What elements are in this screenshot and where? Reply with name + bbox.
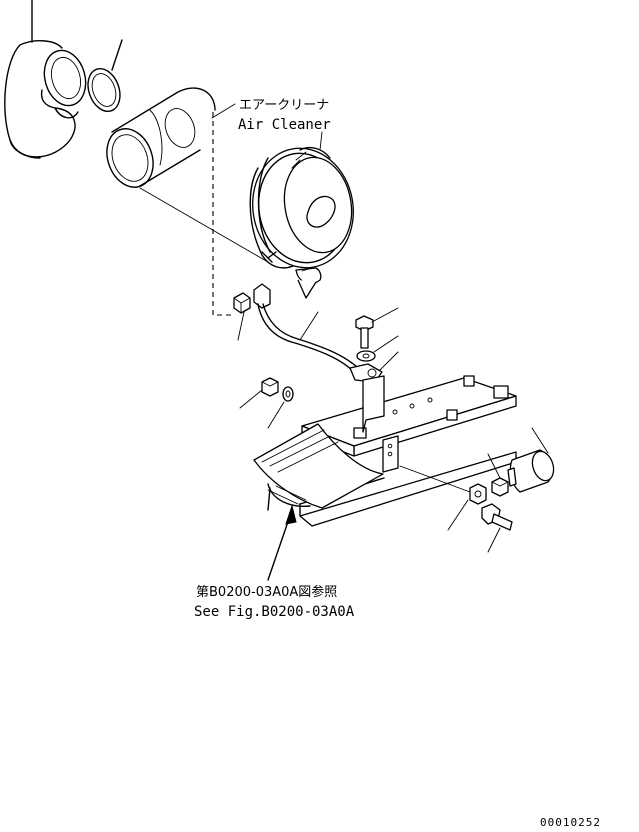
air-cleaner-label-jp: エアークリーナ [239,98,329,113]
hose-clamp [87,39,123,113]
sensor-wire-harness [253,283,383,383]
assembly-guide-line [212,112,232,316]
washer-lower-left [267,386,294,429]
mounting-bracket-frame [299,375,517,527]
curved-cover-plate [253,423,384,511]
air-cleaner-inlet-tube [106,87,216,188]
intake-elbow-hose [4,0,87,159]
bolt-lower [481,503,513,553]
nut-lower-left [239,377,279,409]
nut-upper [233,292,251,341]
bolt-upper [355,307,399,349]
reference-arrow [267,504,297,581]
reference-label-jp: 第B0200-03A0A図参照 [196,584,337,600]
reference-label-en: See Fig.B0200-03A0A [194,604,355,620]
washer-upper [356,335,399,362]
air-cleaner [249,146,354,299]
air-cleaner-leader [211,103,236,119]
sensor-fitting [399,465,487,531]
nut-sensor [487,453,509,497]
restriction-sensor [507,427,555,493]
drawing-code: 00010252 [540,816,601,829]
air-cleaner-label-en: Air Cleaner [238,117,331,133]
